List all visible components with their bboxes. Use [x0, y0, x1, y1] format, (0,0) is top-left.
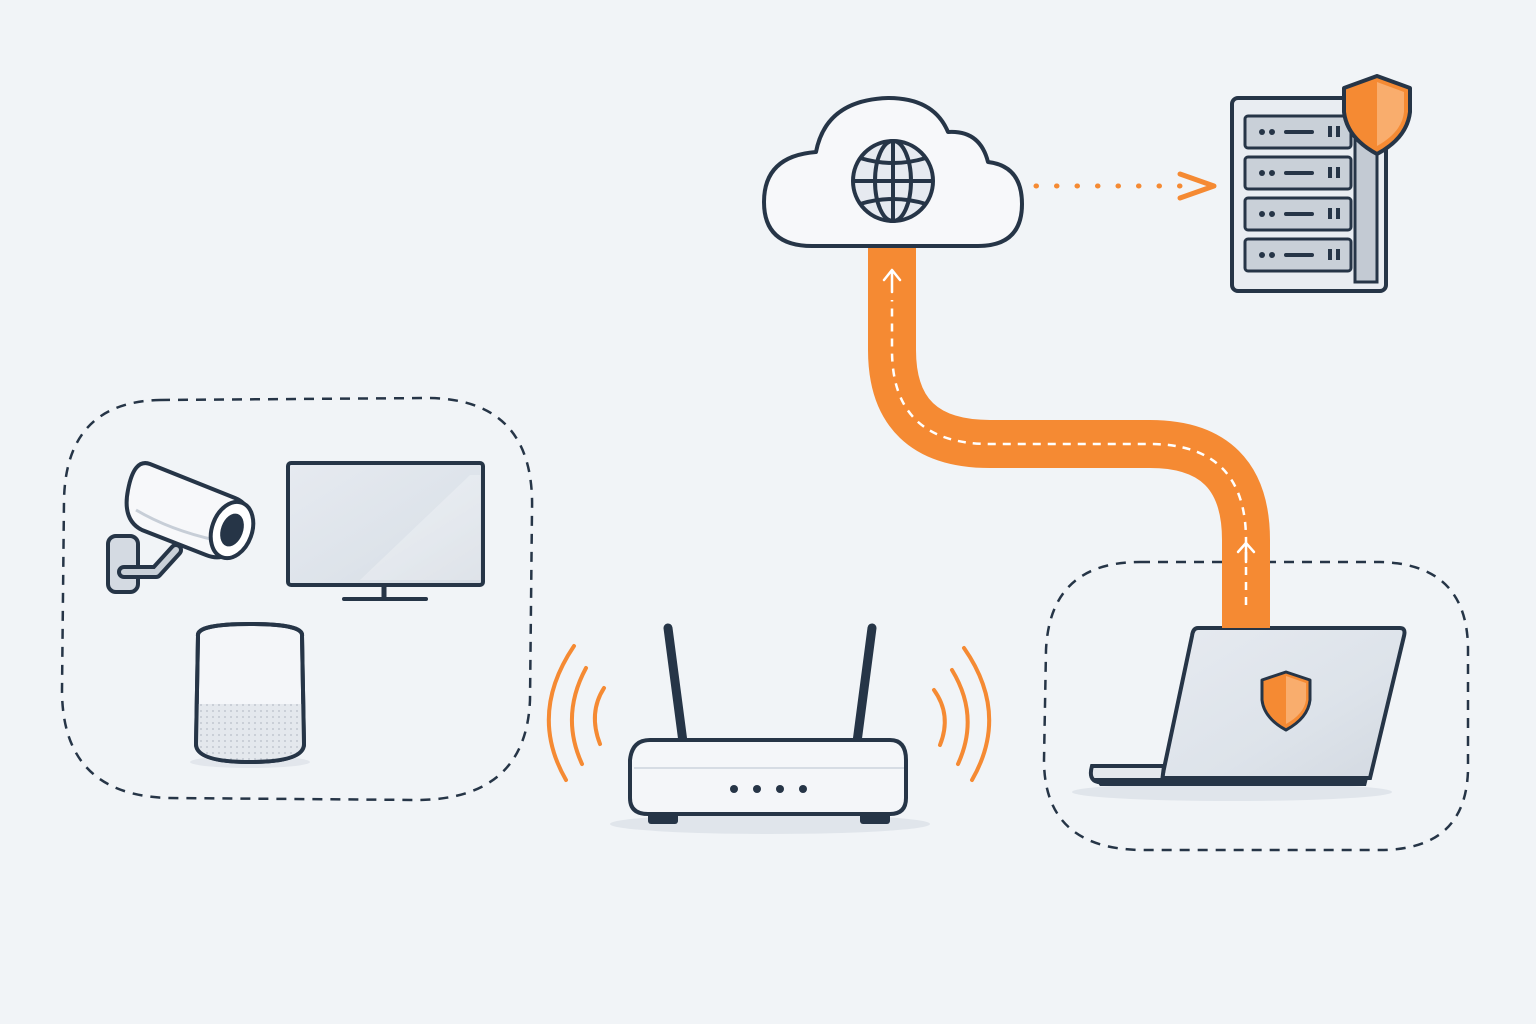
- laptop-shield-icon: [1260, 670, 1312, 732]
- server-icon: [1230, 96, 1388, 293]
- secure-tunnel-connection: [868, 246, 1270, 628]
- laptop-icon: [1072, 626, 1407, 801]
- cloud-to-server-connection: [1033, 171, 1217, 201]
- iot-group-boundary: [60, 396, 534, 802]
- tunnel-arrow-up-icon: [882, 268, 902, 294]
- wifi-signal-left-icon: [546, 644, 606, 782]
- globe-icon: [851, 139, 935, 223]
- arrow-right-icon: [1177, 171, 1217, 201]
- monitor-icon: [286, 461, 485, 601]
- laptop-group-boundary: [1042, 560, 1470, 852]
- wifi-signal-right-icon: [932, 646, 992, 782]
- tunnel-arrow-up-icon: [1236, 541, 1256, 564]
- smart-speaker-icon: [190, 621, 310, 768]
- security-camera-icon: [106, 461, 256, 594]
- server-shield-icon: [1342, 74, 1412, 156]
- router-icon: [610, 623, 930, 834]
